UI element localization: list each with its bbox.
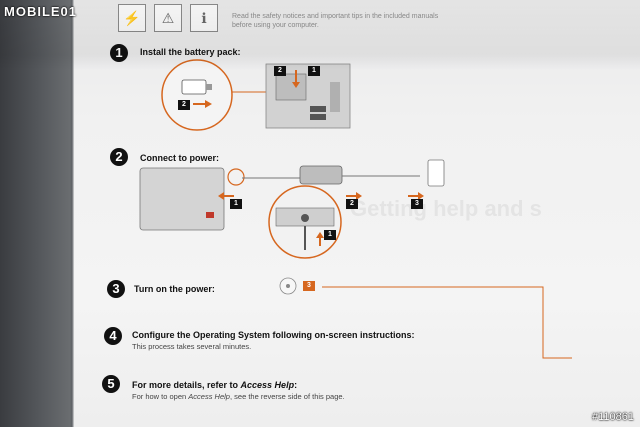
callout-battery-2: 2 [274, 66, 286, 76]
power-cable [218, 159, 445, 200]
callout-power-1: 1 [230, 199, 242, 209]
callout-power-2: 2 [346, 199, 358, 209]
safety-line-1: Read the safety notices and important ti… [232, 13, 439, 20]
callout-power-zoom-1: 1 [324, 230, 336, 240]
step-2-title: Connect to power: [140, 153, 219, 163]
step-5-subtitle-suffix: , see the reverse side of this page. [229, 392, 345, 401]
step-4-subtitle: This process takes several minutes. [132, 342, 252, 351]
step-5-title-prefix: For more details, refer to [132, 380, 241, 390]
faint-bleed-text: Getting help and s [350, 196, 542, 221]
step-4-title: Configure the Operating System following… [132, 330, 415, 340]
step-5-title: For more details, refer to Access Help: [132, 380, 297, 390]
step-4-number: 4 [104, 327, 122, 345]
step-1-number: 1 [110, 44, 128, 62]
step-5-subtitle-prefix: For how to open [132, 392, 189, 401]
safety-line-2: before using your computer. [232, 22, 319, 29]
step-2-number: 2 [110, 148, 128, 166]
step-5-subtitle: For how to open Access Help, see the rev… [132, 392, 345, 401]
power-port-zoom-circle [268, 185, 342, 259]
step-5-subtitle-emph: Access Help [188, 392, 230, 401]
warning-icons: ⚡ ⚠ ℹ [118, 4, 218, 32]
callout-power-on-3: 3 [303, 281, 315, 291]
step-5-title-emph: Access Help [240, 380, 295, 390]
safety-notice: Read the safety notices and important ti… [232, 12, 492, 30]
callout-power-3: 3 [411, 199, 423, 209]
battery-zoom-circle [161, 59, 233, 131]
step-3-number: 3 [107, 280, 125, 298]
watermark-id: #110861 [591, 411, 634, 423]
caution-icon: ⚠ [154, 4, 182, 32]
step-1-title: Install the battery pack: [140, 47, 241, 57]
laptop-lid-illustration [139, 167, 225, 231]
step-5-number: 5 [102, 375, 120, 393]
watermark-site: MOBILE01 [4, 4, 78, 19]
callout-battery-1: 1 [308, 66, 320, 76]
step-5-title-suffix: : [294, 380, 298, 390]
callout-battery-zoom-2: 2 [178, 100, 190, 110]
manual-icon: ℹ [190, 4, 218, 32]
electric-hazard-icon: ⚡ [118, 4, 146, 32]
power-button-illustration [279, 277, 572, 359]
step-3-title: Turn on the power: [134, 284, 215, 294]
